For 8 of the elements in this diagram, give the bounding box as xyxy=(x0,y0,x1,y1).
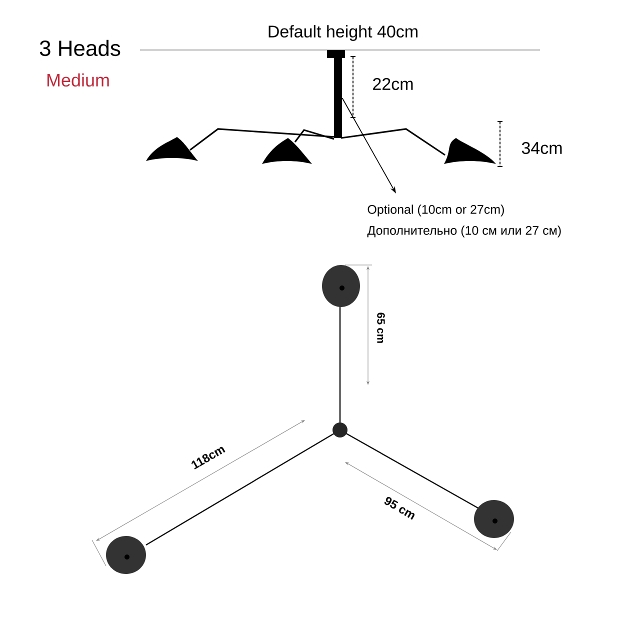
dimension-label: 34cm xyxy=(522,142,562,154)
dimension-label: 95 cm xyxy=(384,496,415,520)
dimension-label: Default height 40cm xyxy=(268,25,418,41)
heading: 3 Heads xyxy=(40,40,120,56)
dimension-label: 22cm xyxy=(373,78,413,90)
note-text: Optional (10cm or 27cm) Дополнительно (10 см или 27 см) xyxy=(367,204,561,238)
subheading: Medium xyxy=(47,73,109,87)
dimension-label: 65 cm xyxy=(377,312,385,343)
